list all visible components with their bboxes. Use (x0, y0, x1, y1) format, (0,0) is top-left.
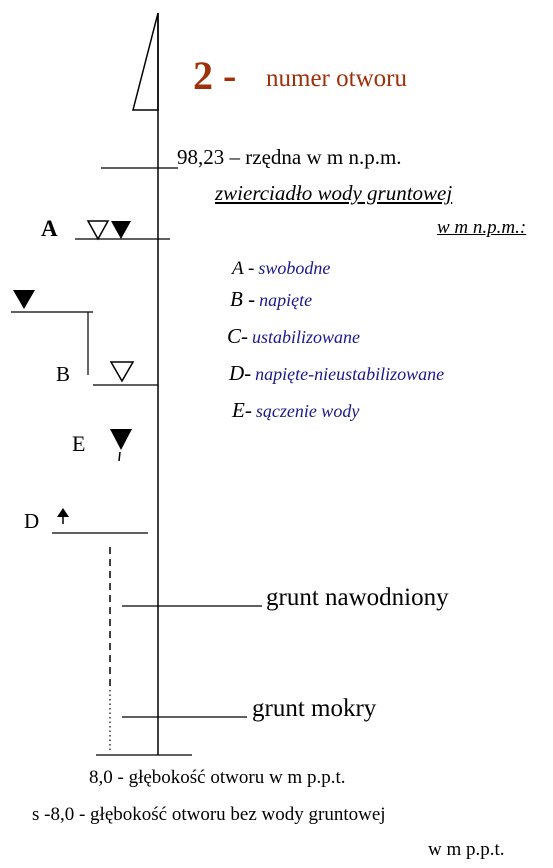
triangle-filled-icon (13, 290, 35, 309)
elevation-text: 98,23 – rzędna w m n.p.m. (177, 145, 402, 169)
borehole-flag (132, 12, 159, 111)
watered-soil-label: grunt nawodniony (266, 584, 449, 611)
legend-key: D- (229, 361, 252, 385)
legend-item-b: B - napięte (230, 289, 312, 310)
arrow-up-icon (57, 508, 69, 517)
water-table-title: zwierciadło wody gruntowej (215, 181, 453, 205)
legend-item-d: D- napięte-nieustabilizowane (229, 363, 444, 384)
triangle-outline-icon (86, 220, 110, 241)
wet-soil-label: grunt mokry (252, 695, 377, 722)
legend-desc: ustabilizowane (252, 327, 361, 347)
depth-text: 8,0 - głębokość otworu w m p.p.t. (89, 767, 346, 788)
legend-key: B - (230, 287, 256, 311)
legend-key: C- (227, 324, 248, 348)
dry-depth-text: s -8,0 - głębokość otworu bez wody grunt… (32, 804, 386, 825)
triangle-outline-icon (109, 361, 135, 383)
legend-desc: napięte-nieustabilizowane (255, 364, 445, 384)
seepage-mark (118, 451, 121, 462)
marker-d-label: D (24, 509, 40, 533)
legend-desc: sączenie wody (255, 401, 360, 421)
legend-item-c: C- ustabilizowane (227, 326, 360, 347)
depth-unit-text: w m p.p.t. (428, 839, 505, 860)
marker-a-label: A (41, 216, 58, 241)
marker-e-label: E (72, 431, 86, 456)
legend-desc: napięte (259, 290, 313, 310)
borehole-number-label: numer otworu (266, 65, 407, 92)
legend-key: A - (232, 258, 255, 279)
legend-item-e: E- sączenie wody (232, 400, 359, 421)
borehole-number: 2 - (193, 53, 237, 98)
legend-item-a: A - swobodne (232, 259, 330, 278)
water-table-unit: w m n.p.m.: (437, 217, 527, 238)
marker-b-label: B (56, 362, 71, 386)
triangle-filled-icon (111, 221, 131, 239)
legend-key: E- (232, 398, 252, 422)
legend-desc: swobodne (258, 258, 331, 278)
triangle-filled-icon (110, 429, 132, 450)
